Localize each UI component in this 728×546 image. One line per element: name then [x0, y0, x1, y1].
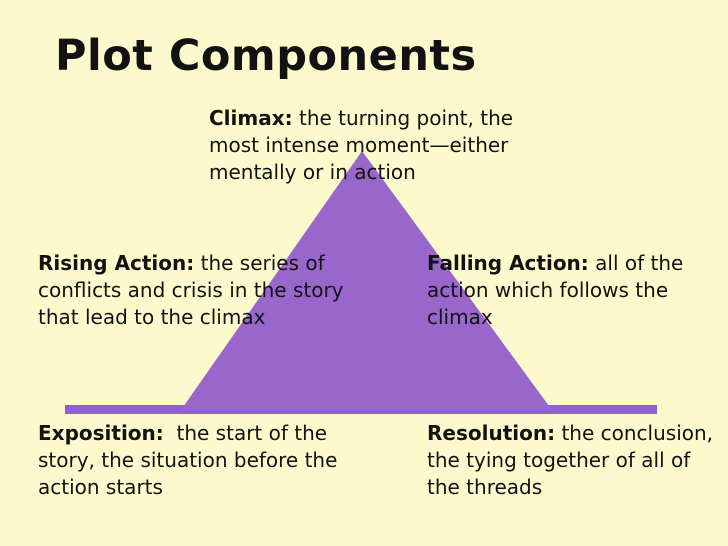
exposition-description: the start of the story, the situation be…: [38, 421, 344, 499]
falling-action-description: all of the action which follows the clim…: [427, 251, 690, 329]
page-title: Plot Components: [55, 31, 477, 81]
climax-label: Climax:: [209, 106, 293, 130]
resolution-text: Resolution: the conclusion, the tying to…: [427, 420, 723, 501]
rising-action-description: the series of conflicts and crisis in th…: [38, 251, 350, 329]
rising-action-text: Rising Action: the series of conflicts a…: [38, 250, 383, 331]
climax-text: Climax: the turning point, the most inte…: [209, 105, 549, 186]
exposition-text: Exposition: the start of the story, the …: [38, 420, 383, 501]
rising-action-label: Rising Action:: [38, 251, 195, 275]
pyramid-triangle: [181, 151, 552, 410]
falling-action-label: Falling Action:: [427, 251, 589, 275]
falling-action-text: Falling Action: all of the action which …: [427, 250, 695, 331]
climax-description: the turning point, the most intense mome…: [209, 106, 520, 184]
exposition-label: Exposition:: [38, 421, 164, 445]
resolution-description: the conclusion, the tying together of al…: [427, 421, 720, 499]
resolution-label: Resolution:: [427, 421, 556, 445]
